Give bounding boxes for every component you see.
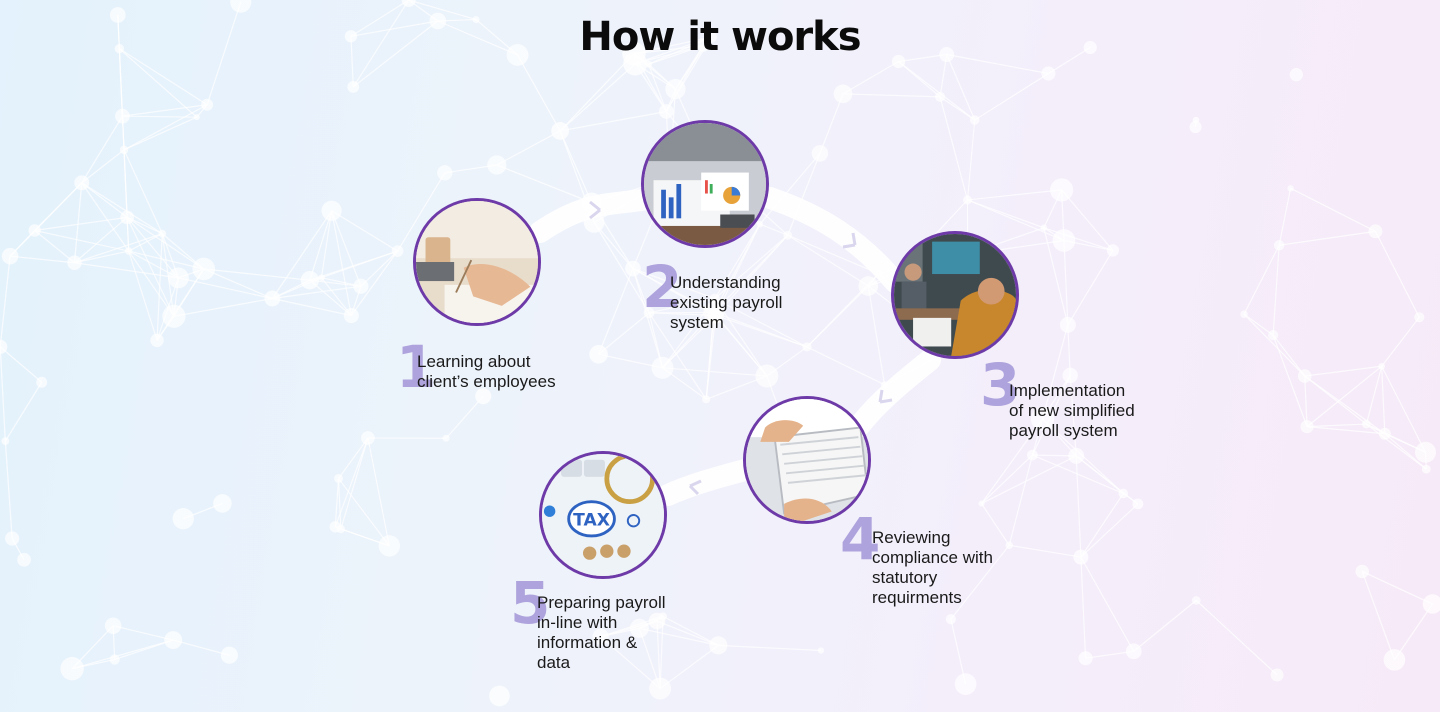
step-3-text: Implementation of new simplified payroll…	[1009, 381, 1135, 440]
svg-text:TAX: TAX	[573, 510, 610, 530]
step-1-number: 1	[396, 333, 436, 401]
business-meeting-photo	[891, 231, 1019, 359]
step-4-text: Reviewing compliance with statutory requ…	[872, 528, 993, 607]
step-5-number: 5	[510, 569, 550, 637]
writing-notebook-photo	[413, 198, 541, 326]
step-5-text: Preparing payroll in-line with informati…	[537, 593, 666, 672]
tax-magnifier-photo: TAX	[539, 451, 667, 579]
step-4-number: 4	[840, 505, 880, 573]
step-3-number: 3	[980, 351, 1020, 419]
charts-analysis-photo	[641, 120, 769, 248]
page-title: How it works	[579, 14, 861, 60]
documents-folder-photo	[743, 396, 871, 524]
step-2-text: Understanding existing payroll system	[670, 273, 783, 332]
step-1-text: Learning about client’s employees	[417, 352, 556, 391]
step-2-number: 2	[642, 253, 682, 321]
